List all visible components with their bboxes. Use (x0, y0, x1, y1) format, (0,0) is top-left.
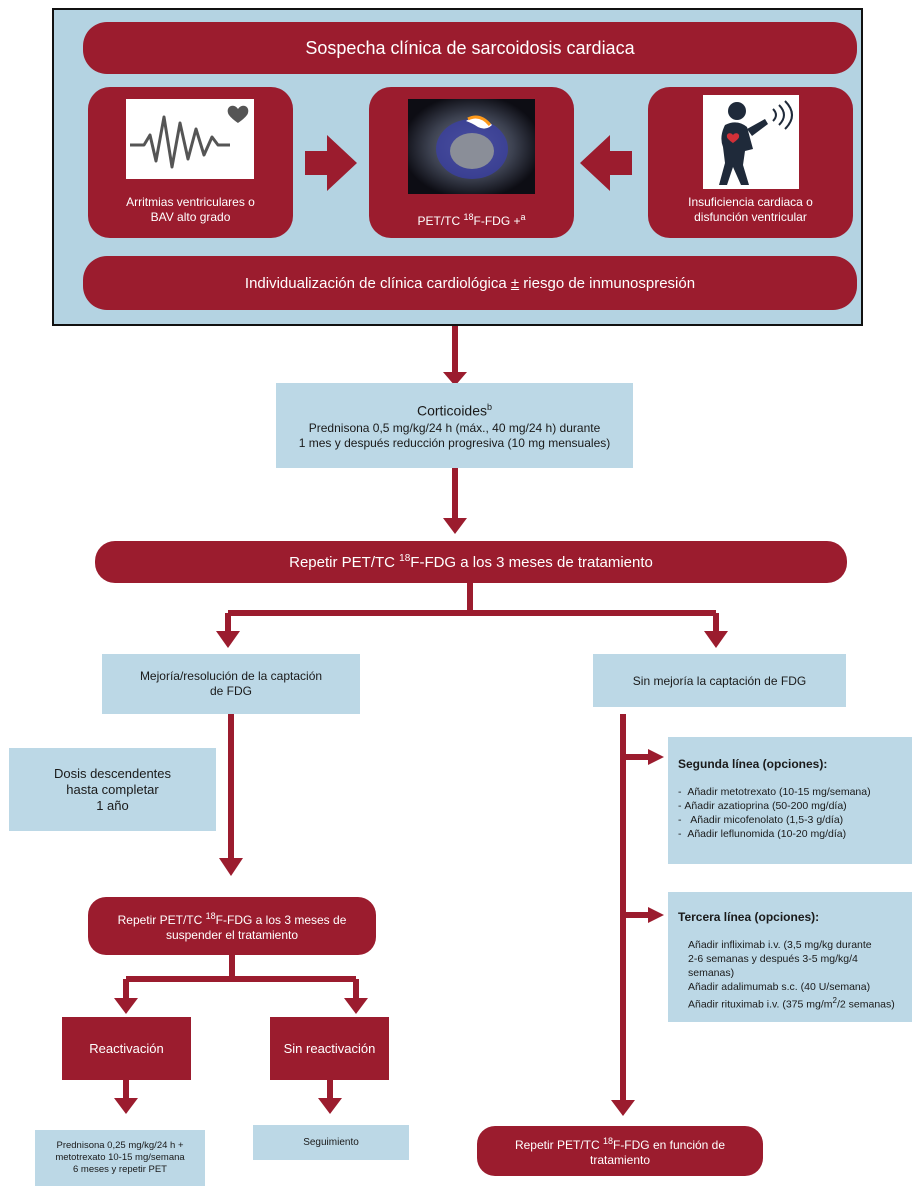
taper-line3: 1 año (96, 797, 129, 813)
pet-positive-card: PET/TC 18F-FDG +a (369, 87, 574, 238)
second-line-item: - Añadir leflunomida (10-20 mg/día) (678, 828, 847, 840)
individualization-label: Individualización de clínica cardiológic… (244, 274, 696, 292)
taper-box: Dosis descendentes hasta completar 1 año (9, 748, 216, 831)
third-line-item2: Añadir adalimumab s.c. (40 U/semana) (688, 981, 871, 993)
left-block-arrow (580, 135, 632, 191)
repeat-pet-suspend-line1: Repetir PET/TC 18F-FDG a los 3 meses de (117, 911, 347, 927)
heart-failure-card: Insuficiencia cardiaca o disfunción vent… (648, 87, 853, 238)
improvement-box: Mejoría/resolución de la captación de FD… (102, 654, 360, 714)
third-line-item1-l1: Añadir infliximab i.v. (3,5 mg/kg durant… (688, 939, 872, 951)
third-line-item1-l2: 2-6 semanas y después 3-5 mg/kg/4 (688, 953, 858, 965)
no-reactivation-box: Sin reactivación (270, 1017, 389, 1080)
repeat-pet-treatment-line2: tratamiento (589, 1153, 651, 1167)
second-line-item: - Añadir azatioprina (50-200 mg/día) (678, 800, 847, 812)
followup-box: Seguimiento (253, 1125, 409, 1160)
suspicion-title-box: Sospecha clínica de sarcoidosis cardiaca (83, 22, 857, 74)
pet-positive-label: PET/TC 18F-FDG +a (417, 212, 526, 228)
third-line-heading: Tercera línea (opciones): (678, 910, 820, 924)
followup-label: Seguimiento (303, 1137, 359, 1148)
second-line-item: - Añadir metotrexato (10-15 mg/semana) (678, 786, 871, 798)
repeat-pet-3m-label: Repetir PET/TC 18F-FDG a los 3 meses de … (289, 553, 653, 571)
repeat-pet-treatment-box: Repetir PET/TC 18F-FDG en función de tra… (477, 1126, 763, 1176)
improvement-line2: de FDG (209, 684, 252, 698)
second-line-box: Segunda línea (opciones): - Añadir metot… (668, 737, 912, 864)
arrhythmia-line2: BAV alto grado (150, 210, 231, 224)
heart-failure-line2: disfunción ventricular (694, 210, 807, 224)
third-line-item3: Añadir rituximab i.v. (375 mg/m2/2 seman… (688, 996, 895, 1011)
third-line-box: Tercera línea (opciones): Añadir inflixi… (668, 892, 912, 1022)
corticosteroids-box: Corticoidesb Prednisona 0,5 mg/kg/24 h (… (276, 383, 633, 468)
corticosteroids-line1: Prednisona 0,5 mg/kg/24 h (máx., 40 mg/2… (308, 421, 601, 436)
heart-failure-line1: Insuficiencia cardiaca o (688, 195, 813, 209)
taper-line1: Dosis descendentes (53, 765, 172, 781)
right-block-arrow (305, 135, 357, 191)
corticosteroids-line2: 1 mes y después reducción progresiva (10… (298, 436, 611, 451)
repeat-pet-suspend-line2: suspender el tratamiento (165, 928, 299, 942)
taper-line2: hasta completar (66, 781, 159, 797)
no-improvement-box: Sin mejoría la captación de FDG (593, 654, 846, 707)
repeat-pet-suspend-box: Repetir PET/TC 18F-FDG a los 3 meses de … (88, 897, 376, 955)
second-line-item: - Añadir micofenolato (1,5-3 g/día) (678, 814, 844, 826)
no-reactivation-label: Sin reactivación (283, 1041, 376, 1056)
repeat-pet-treatment-line1: Repetir PET/TC 18F-FDG en función de (514, 1136, 726, 1152)
reactivation-treatment-box: Prednisona 0,25 mg/kg/24 h + metotrexato… (35, 1130, 205, 1186)
arrhythmia-card: Arritmias ventriculares o BAV alto grado (88, 87, 293, 238)
reactivation-treatment-line3: 6 meses y repetir PET (73, 1164, 167, 1175)
reactivation-treatment-line1: Prednisona 0,25 mg/kg/24 h + (56, 1140, 184, 1151)
reactivation-treatment-line2: metotrexato 10-15 mg/semana (55, 1152, 185, 1163)
no-improvement-label: Sin mejoría la captación de FDG (632, 673, 807, 688)
second-line-heading: Segunda línea (opciones): (678, 757, 828, 771)
individualization-box: Individualización de clínica cardiológic… (83, 256, 857, 310)
third-line-item1-l3: semanas) (688, 967, 735, 979)
repeat-pet-3m-box: Repetir PET/TC 18F-FDG a los 3 meses de … (95, 541, 847, 583)
heart-patient-icon (703, 95, 799, 189)
arrhythmia-line1: Arritmias ventriculares o (126, 195, 255, 209)
improvement-line1: Mejoría/resolución de la captación (139, 669, 323, 683)
pet-scan-image (408, 99, 535, 194)
heart-rhythm-icon (126, 99, 254, 179)
corticosteroids-title: Corticoidesb (416, 401, 493, 419)
suspicion-title: Sospecha clínica de sarcoidosis cardiaca (305, 37, 635, 58)
reactivation-box: Reactivación (62, 1017, 191, 1080)
reactivation-label: Reactivación (89, 1041, 164, 1056)
